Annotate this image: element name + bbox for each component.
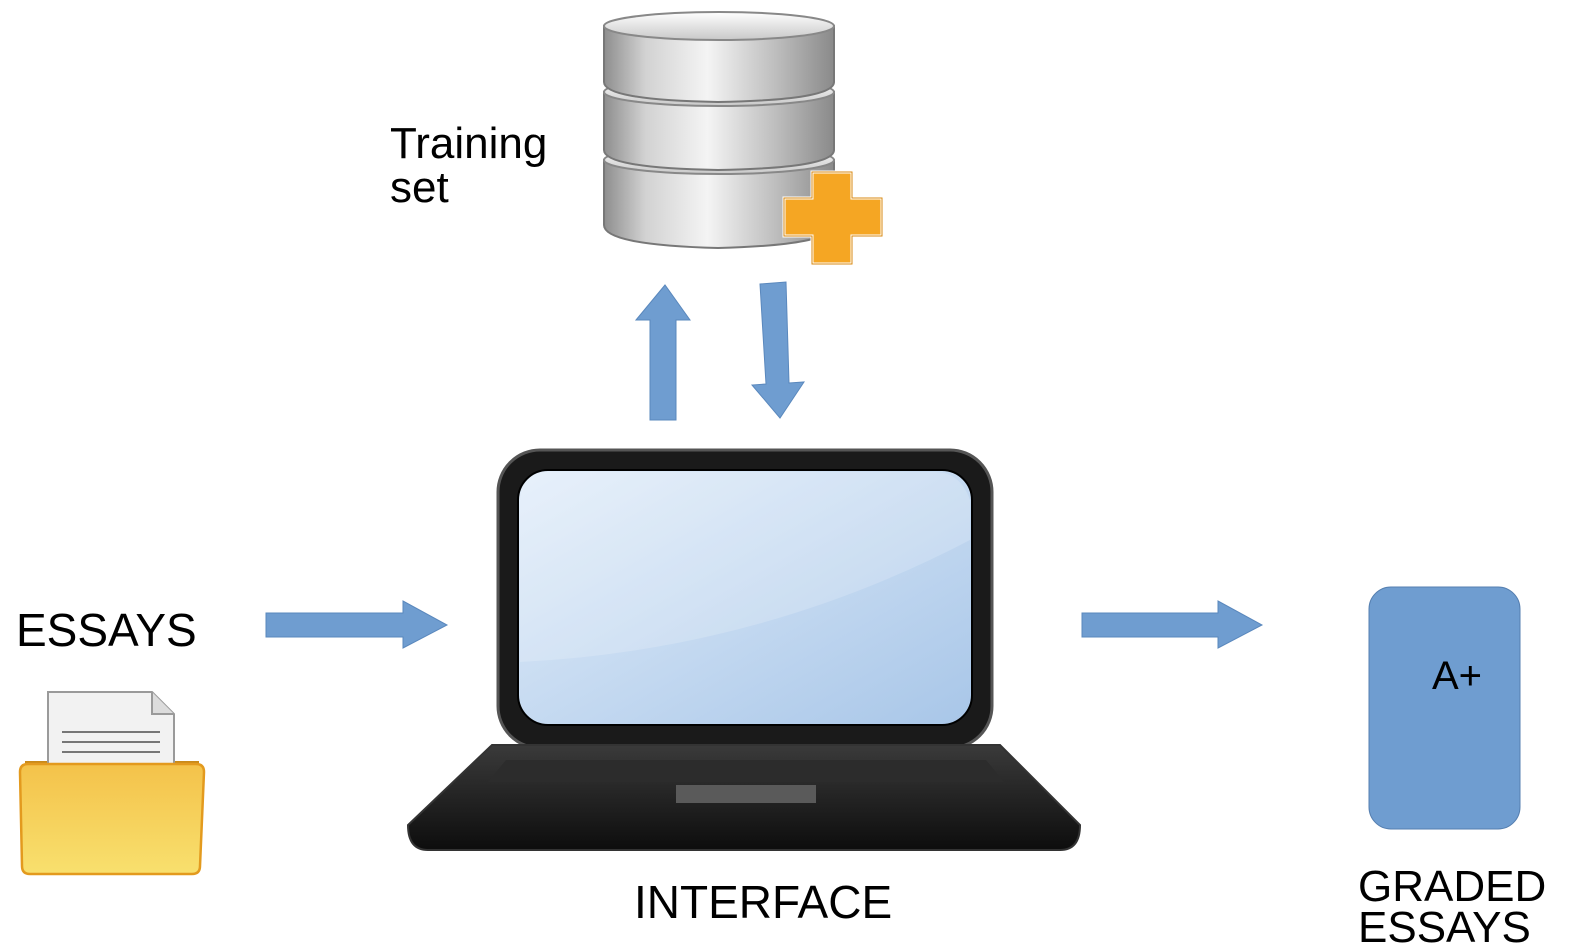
laptop-icon [406, 448, 1082, 851]
graded-essays-label: GRADED ESSAYS [1358, 862, 1547, 952]
essays-label: ESSAYS [16, 604, 197, 656]
arrow-right-graded [1081, 600, 1264, 649]
grade-label: A+ [1432, 654, 1483, 698]
training-set-label: Training set [390, 119, 548, 212]
plus-icon [782, 170, 884, 266]
folder-icon [18, 691, 206, 876]
database-icon [603, 11, 835, 250]
arrow-right-essays [265, 600, 449, 649]
interface-label: INTERFACE [634, 876, 893, 928]
arrow-up [634, 284, 691, 421]
graded-essay-card [1368, 586, 1521, 830]
arrow-down [750, 281, 805, 419]
